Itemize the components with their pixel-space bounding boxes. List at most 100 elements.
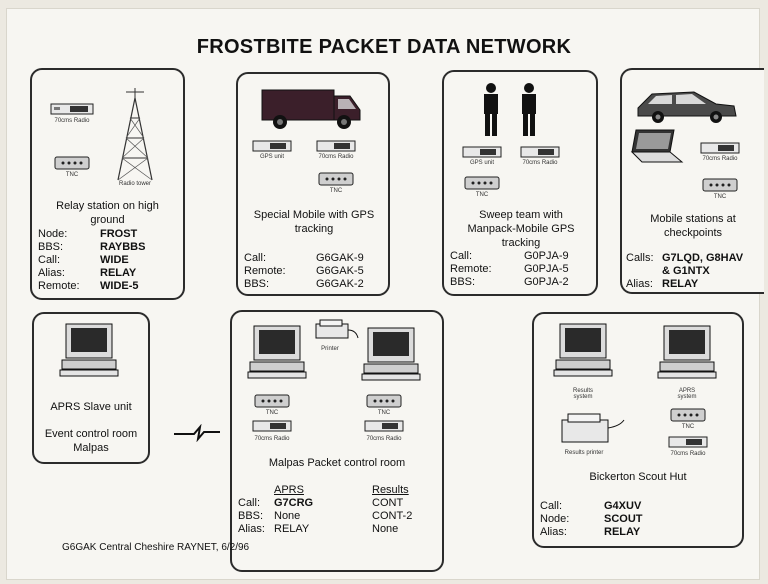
radio-tower-icon [117, 88, 153, 181]
van-icon [261, 89, 361, 129]
malpas-printer-label: Printer [321, 346, 339, 352]
relay-row-remote: Remote: WIDE-5 [38, 280, 183, 293]
radio-device-icon [668, 436, 708, 448]
relay-key: BBS: [38, 241, 64, 253]
bickerton-row-alias: Alias:RELAY [540, 526, 730, 539]
printer-icon [561, 413, 625, 443]
malpas-col-aprs: APRS [274, 484, 304, 496]
gps-unit-icon [462, 146, 502, 158]
sweep-key: BBS: [450, 276, 476, 288]
radio-device-icon [50, 103, 94, 115]
relay-value: FROST [100, 228, 138, 240]
tnc-device-icon [366, 394, 402, 408]
malpas-tnc-label-b: TNC [377, 410, 391, 416]
radio-device-icon [316, 140, 356, 152]
malpas-tnc-label-a: TNC [265, 410, 279, 416]
bickerton-value: G4XUV [604, 500, 642, 512]
checkpoints-radio-label: 70cms Radio [702, 156, 738, 162]
tnc-device-icon [702, 178, 738, 192]
mobile-row-call: Call:G6GAK-9 [244, 252, 384, 265]
malpas-results-value: None [372, 523, 399, 535]
radio-device-icon [520, 146, 560, 158]
desktop-computer-icon [361, 327, 421, 381]
mobile-gps-label: GPS unit [259, 154, 284, 160]
relay-key: Remote: [38, 280, 80, 292]
bickerton-tnc-label: TNC [681, 424, 695, 430]
mobile-caption: Special Mobile with GPS tracking [253, 209, 375, 235]
mobile-settings: Call:G6GAK-9 Remote:G6GAK-5 BBS: G6GAK-2 [244, 252, 384, 291]
person-icon [522, 83, 536, 136]
desktop-computer-icon [657, 325, 717, 379]
checkpoints-caption: Mobile stations at checkpoints [650, 213, 736, 239]
tnc-device-icon [254, 394, 290, 408]
bickerton-key: Node: [540, 513, 570, 525]
mobile-row-bbs: BBS: G6GAK-2 [244, 278, 384, 291]
sweep-gps-label: GPS unit [469, 160, 494, 166]
sweep-caption: Sweep team with Manpack-Mobile GPS track… [467, 209, 575, 249]
relay-caption: Relay station on high ground [56, 200, 159, 226]
malpas-radio-label-a: 70cms Radio [254, 436, 290, 442]
radio-device-icon [252, 420, 292, 432]
malpas-caption: Malpas Packet control room [268, 457, 406, 469]
sweep-key: Remote: [450, 263, 492, 275]
relay-row-alias: Alias:RELAY [38, 267, 183, 280]
footer-credit: G6GAK Central Cheshire RAYNET, 6/2/96 [62, 542, 250, 553]
printer-icon [315, 319, 359, 339]
aprs-slave-box [32, 312, 150, 464]
malpas-radio-label-b: 70cms Radio [366, 436, 402, 442]
checkpoints-alias-key: Alias: [626, 278, 653, 290]
relay-settings: Node:FROST BBS: RAYBBS Call: WIDE Alias:RE… [38, 228, 183, 293]
bickerton-caption: Bickerton Scout Hut [589, 471, 687, 483]
relay-row-bbs: BBS: RAYBBS [38, 241, 183, 254]
bickerton-row-call: Call: G4XUV [540, 500, 730, 513]
mobile-key: BBS: [244, 278, 270, 290]
desktop-computer-icon [553, 323, 613, 377]
tnc-device-icon [318, 172, 354, 186]
relay-tnc-label: TNC [65, 172, 79, 178]
mobile-value: G6GAK-2 [316, 278, 364, 290]
laptop-icon [630, 129, 684, 163]
desktop-computer-icon [247, 325, 307, 379]
relay-value: WIDE-5 [100, 280, 139, 292]
radio-link-icon [174, 424, 220, 442]
mobile-value: G6GAK-5 [316, 265, 364, 277]
sweep-radio-label: 70cms Radio [522, 160, 558, 166]
malpas-col-results: Results [372, 484, 409, 496]
desktop-computer-icon [59, 323, 119, 377]
malpas-results-value: CONT-2 [372, 510, 413, 522]
bickerton-key: Call: [540, 500, 563, 512]
car-icon [637, 91, 737, 123]
mobile-radio-label: 70cms Radio [318, 154, 354, 160]
relay-radio-label: 70cms Radio [54, 118, 90, 124]
sweep-row-bbs: BBS: G0PJA-2 [450, 276, 590, 289]
malpas-aprs-value: G7CRG [274, 497, 314, 509]
bickerton-value: RELAY [604, 526, 641, 538]
bickerton-aprs-system-label: APRS system [677, 388, 697, 400]
relay-row-node: Node:FROST [38, 228, 183, 241]
sweep-row-remote: Remote:G0PJA-5 [450, 263, 590, 276]
radio-device-icon [700, 142, 740, 154]
sweep-tnc-label: TNC [475, 192, 489, 198]
sweep-value: G0PJA-2 [524, 276, 569, 288]
mobile-value: G6GAK-9 [316, 252, 364, 264]
checkpoints-calls-value-1: G7LQD, G8HAV [662, 252, 744, 264]
malpas-aprs-value: RELAY [274, 523, 310, 535]
relay-value: WIDE [100, 254, 129, 266]
relay-tower-label: Radio tower [118, 181, 151, 187]
malpas-key: Call: [238, 497, 261, 509]
bickerton-results-system-label: Results system [572, 388, 593, 400]
mobile-tnc-label: TNC [329, 188, 343, 194]
relay-value: RELAY [100, 267, 137, 279]
malpas-aprs-value: None [274, 510, 301, 522]
mobile-row-remote: Remote:G6GAK-5 [244, 265, 384, 278]
gps-unit-icon [252, 140, 292, 152]
relay-key: Call: [38, 254, 61, 266]
checkpoints-tnc-label: TNC [713, 194, 727, 200]
checkpoints-calls-key: Calls: [626, 252, 654, 264]
sweep-value: G0PJA-9 [524, 250, 569, 262]
checkpoints-alias-value: RELAY [662, 278, 699, 290]
bickerton-settings: Call:G4XUV Node:SCOUT Alias:RELAY [540, 500, 730, 539]
person-icon [484, 83, 498, 136]
relay-value: RAYBBS [100, 241, 146, 253]
